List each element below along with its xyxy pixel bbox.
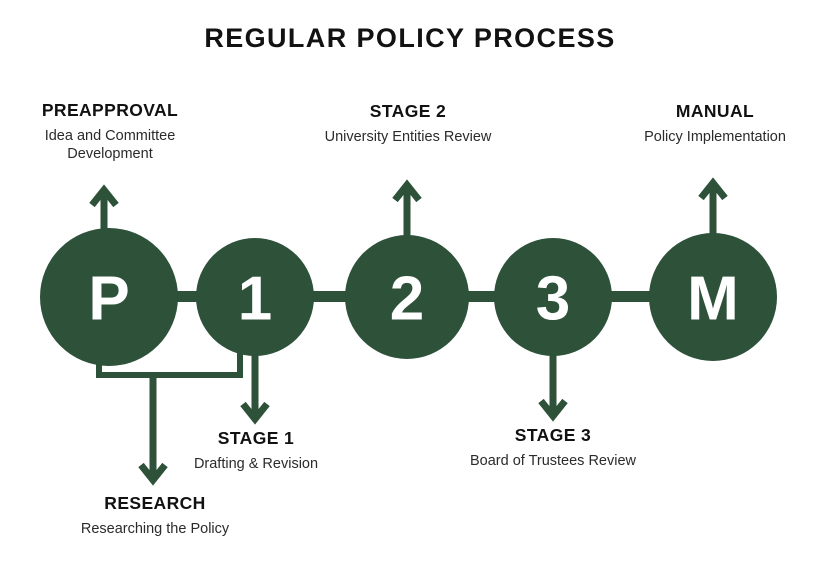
- node-connectors: [176, 291, 651, 302]
- callout-manual-title: MANUAL: [675, 101, 755, 121]
- arrow-up-preapproval: [89, 184, 119, 232]
- bracket-drop-arrowhead: [138, 462, 168, 486]
- callout-stage1-subtitle: Drafting & Revision: [193, 455, 319, 472]
- callout-preapproval-subtitle: Idea and Committee Development: [0, 127, 225, 164]
- callout-manual-subtitle: Policy Implementation: [644, 128, 786, 145]
- callout-preapproval: PREAPPROVAL Idea and Committee Developme…: [0, 100, 225, 164]
- callout-stage1: STAGE 1 Drafting & Revision: [140, 428, 372, 473]
- connector-p-to-1: [176, 291, 198, 302]
- arrow-down-stage1: [240, 352, 270, 425]
- arrow-up-stage2: [392, 179, 422, 236]
- callout-stage2-title: STAGE 2: [369, 101, 447, 121]
- down-arrows: [240, 352, 568, 425]
- arrow-down-stage3: [538, 352, 568, 422]
- callout-stage1-title: STAGE 1: [217, 428, 295, 448]
- callout-stage3: STAGE 3 Board of Trustees Review: [433, 425, 673, 470]
- connector-1-to-2: [312, 291, 346, 302]
- node-stage3[interactable]: 3: [494, 238, 612, 356]
- callout-stage2: STAGE 2 University Entities Review: [288, 101, 528, 146]
- node-manual[interactable]: M: [649, 233, 777, 361]
- callout-research-subtitle: Researching the Policy: [80, 520, 230, 537]
- callout-preapproval-subtitle-line2: Development: [67, 146, 153, 163]
- callout-preapproval-title: PREAPPROVAL: [41, 100, 179, 120]
- connector-3-to-m: [610, 291, 651, 302]
- node-stage1[interactable]: 1: [196, 238, 314, 356]
- node-label-3: 3: [536, 265, 570, 334]
- callout-preapproval-subtitle-line1: Idea and Committee: [44, 127, 176, 144]
- up-arrows: [89, 177, 728, 236]
- callout-stage2-subtitle: University Entities Review: [324, 128, 492, 145]
- callout-stage3-subtitle: Board of Trustees Review: [469, 452, 637, 469]
- connector-2-to-3: [467, 291, 495, 302]
- node-circle-3: [494, 238, 612, 356]
- node-preapproval[interactable]: P: [40, 228, 178, 366]
- node-label-1: 1: [238, 265, 272, 334]
- callout-research-title: RESEARCH: [104, 493, 206, 513]
- arrow-up-manual: [698, 177, 728, 234]
- node-label-m: M: [687, 265, 739, 334]
- node-circle-p: [40, 228, 178, 366]
- node-circle-1: [196, 238, 314, 356]
- node-label-2: 2: [390, 265, 424, 334]
- callout-manual: MANUAL Policy Implementation: [602, 101, 820, 146]
- process-nodes: P 1 2 3 M: [40, 228, 777, 366]
- node-stage2[interactable]: 2: [345, 235, 469, 359]
- node-label-p: P: [88, 265, 129, 334]
- node-circle-2: [345, 235, 469, 359]
- callout-research: RESEARCH Researching the Policy: [30, 493, 280, 538]
- page-title: REGULAR POLICY PROCESS: [204, 23, 616, 53]
- callout-stage3-title: STAGE 3: [514, 425, 592, 445]
- node-circle-m: [649, 233, 777, 361]
